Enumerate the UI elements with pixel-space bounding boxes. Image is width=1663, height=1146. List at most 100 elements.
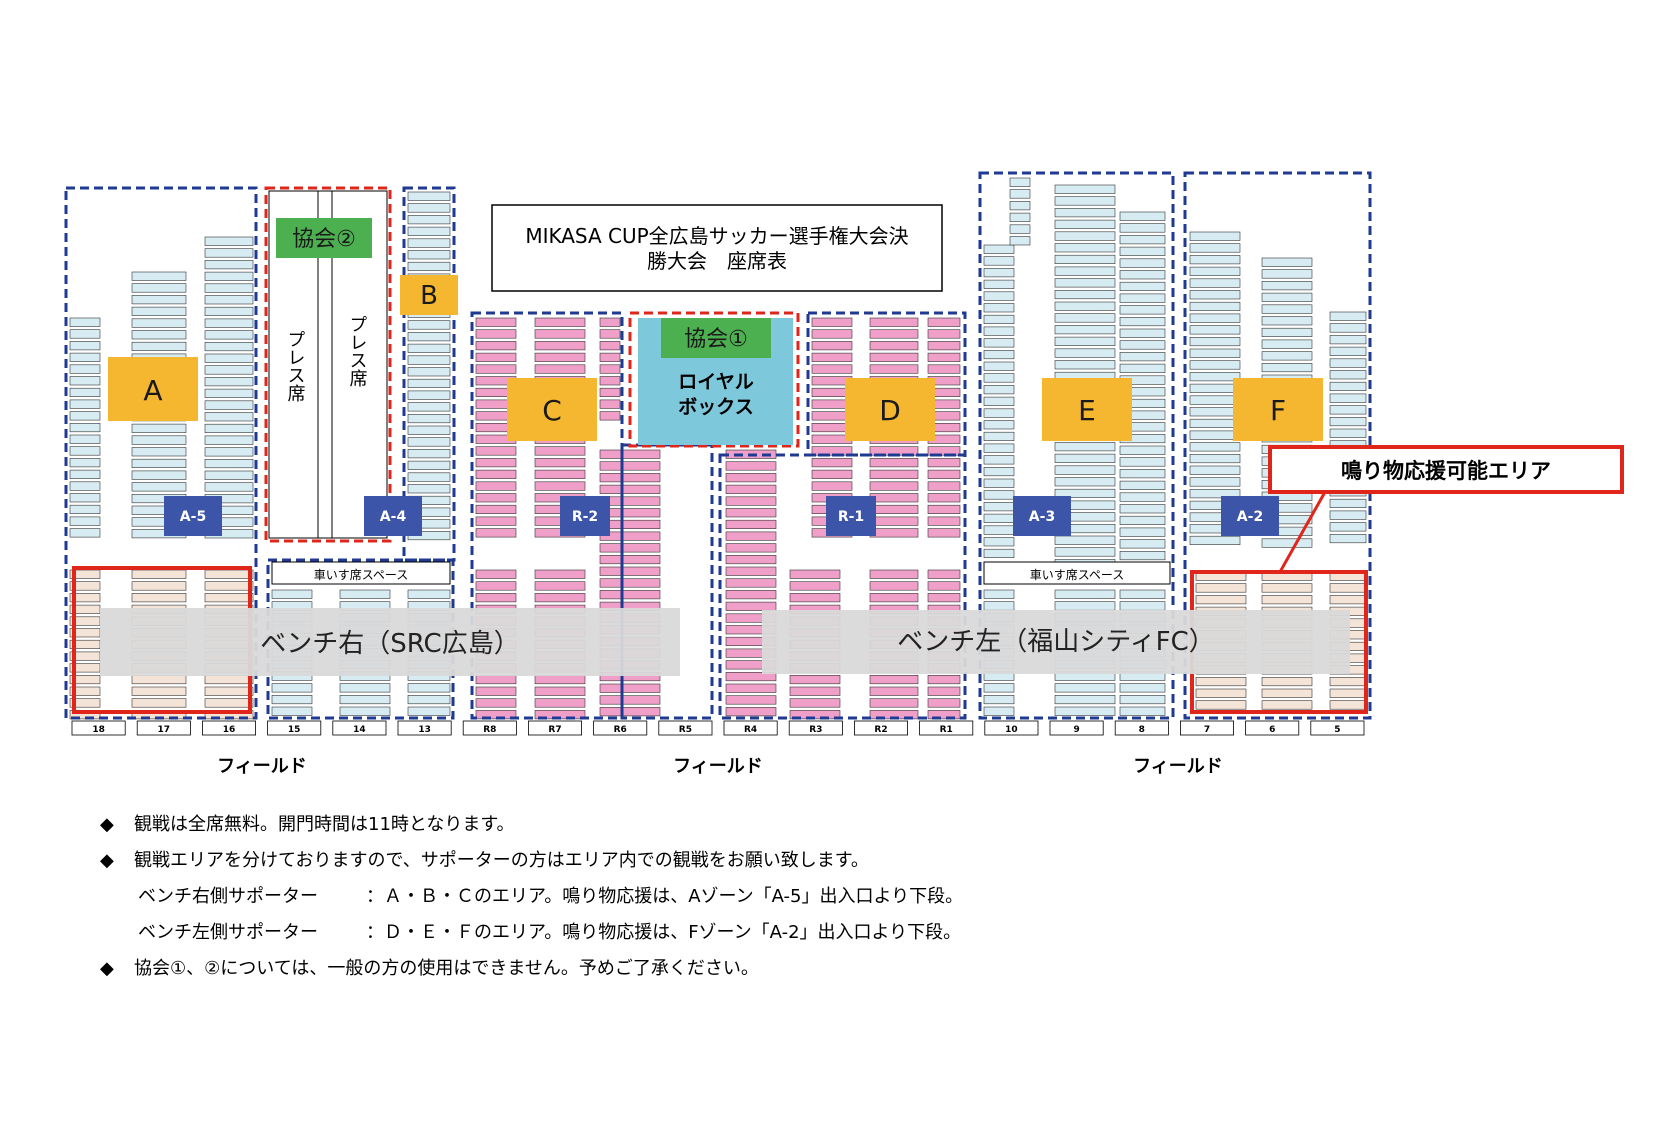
entrance-r2 — [560, 496, 610, 536]
seat-row — [475, 528, 517, 538]
svg-text:A-3: A-3 — [1029, 509, 1055, 525]
seat-row — [69, 399, 101, 409]
block-number-box — [1049, 720, 1104, 736]
seat-row — [1329, 393, 1367, 403]
seat-row — [204, 330, 254, 340]
seat-row — [1189, 301, 1241, 312]
seat-row — [131, 423, 187, 433]
seat-row — [1119, 492, 1166, 502]
seat-row — [1261, 676, 1313, 687]
block-number: 18 — [92, 725, 105, 735]
seat-row — [534, 317, 586, 327]
block-number: R3 — [809, 725, 822, 735]
seat-row — [983, 268, 1015, 278]
seat-row — [983, 694, 1015, 705]
bench-left-label: ベンチ左（福山シティFC） — [897, 627, 1215, 657]
seat-row — [1054, 336, 1116, 346]
seat-row — [599, 473, 661, 483]
seat-row — [1054, 243, 1116, 253]
note-2b-text: ：Ｄ・Ｅ・Ｆのエリア。鳴り物応援は、Fゾーン「A-2」出入口より下段。 — [366, 922, 962, 943]
seat-row — [204, 412, 254, 422]
royal-box-label-2: ボックス — [678, 396, 753, 418]
zone-a-label: A — [143, 374, 162, 407]
zone-b-label: B — [420, 281, 438, 311]
seat-row — [1119, 258, 1166, 268]
seat-row — [927, 458, 961, 468]
bench-left-banner — [762, 610, 1350, 674]
seat-row — [1119, 683, 1166, 693]
seat-row — [725, 484, 777, 494]
seat-row — [475, 317, 517, 327]
seat-row — [407, 215, 451, 225]
seat-row — [1119, 235, 1166, 245]
seat-row — [1054, 278, 1116, 288]
block-number-box — [658, 720, 713, 736]
seat-row — [204, 447, 254, 457]
seat-row — [475, 674, 517, 685]
seat-row — [1329, 358, 1367, 368]
seat-row — [204, 470, 254, 480]
seat-row — [599, 376, 621, 386]
seat-row — [1009, 224, 1031, 234]
seat-row — [927, 674, 961, 685]
seat-row — [69, 329, 101, 339]
seat-row — [1189, 489, 1241, 499]
note-2b-label: ベンチ左側サポーター — [138, 922, 318, 943]
seat-row — [1329, 311, 1367, 321]
seat-row — [811, 329, 853, 339]
seat-row — [475, 686, 517, 696]
seat-row — [131, 470, 187, 480]
seat-row — [534, 469, 586, 479]
seat-row — [725, 707, 777, 717]
seat-row — [811, 469, 853, 479]
seat-row — [1054, 547, 1116, 557]
seat-row — [927, 504, 961, 515]
seat-row — [1261, 316, 1313, 326]
seat-row — [407, 484, 451, 494]
seat-row — [534, 329, 586, 339]
seat-row — [1189, 278, 1241, 288]
seat-row — [69, 528, 101, 538]
entrance-a3 — [1013, 496, 1071, 536]
seat-row — [475, 516, 517, 526]
kyokai2-label: 協会② — [292, 227, 356, 252]
seat-row — [1329, 428, 1367, 438]
seat-row — [1119, 246, 1166, 256]
seat-row — [1189, 477, 1241, 487]
wheelchair-space-left — [271, 561, 451, 585]
seat-row — [599, 449, 661, 459]
seat-row — [407, 355, 451, 365]
seat-row — [1054, 325, 1116, 335]
seat-row — [407, 413, 451, 424]
seat-row — [271, 706, 313, 716]
seat-row — [1119, 589, 1166, 599]
seat-row — [475, 493, 517, 503]
block-number: R2 — [874, 725, 887, 735]
seat-row — [1189, 407, 1241, 417]
seat-row — [204, 581, 254, 591]
seat-row — [407, 320, 451, 330]
seat-row — [983, 548, 1015, 559]
seat-row — [1054, 208, 1116, 218]
seat-row — [983, 326, 1015, 336]
seat-row — [1009, 236, 1031, 246]
seat-row — [534, 481, 586, 491]
seat-row — [534, 593, 586, 603]
seat-row — [204, 248, 254, 258]
seat-row — [599, 461, 661, 471]
seat-row — [811, 364, 853, 374]
block-number: 7 — [1204, 725, 1210, 735]
zone-f-box — [1233, 378, 1323, 441]
seat-row — [869, 364, 919, 374]
zone-d-upper-outline — [806, 311, 967, 457]
seat-row — [869, 516, 919, 526]
seat-row — [1329, 405, 1367, 415]
seat-row — [1329, 498, 1367, 509]
seat-row — [339, 589, 391, 599]
seat-row — [1189, 465, 1241, 475]
seat-row — [983, 244, 1015, 254]
seat-row — [1329, 595, 1367, 605]
seat-row — [69, 674, 101, 685]
seat-row — [407, 683, 451, 693]
seat-row — [983, 478, 1015, 488]
